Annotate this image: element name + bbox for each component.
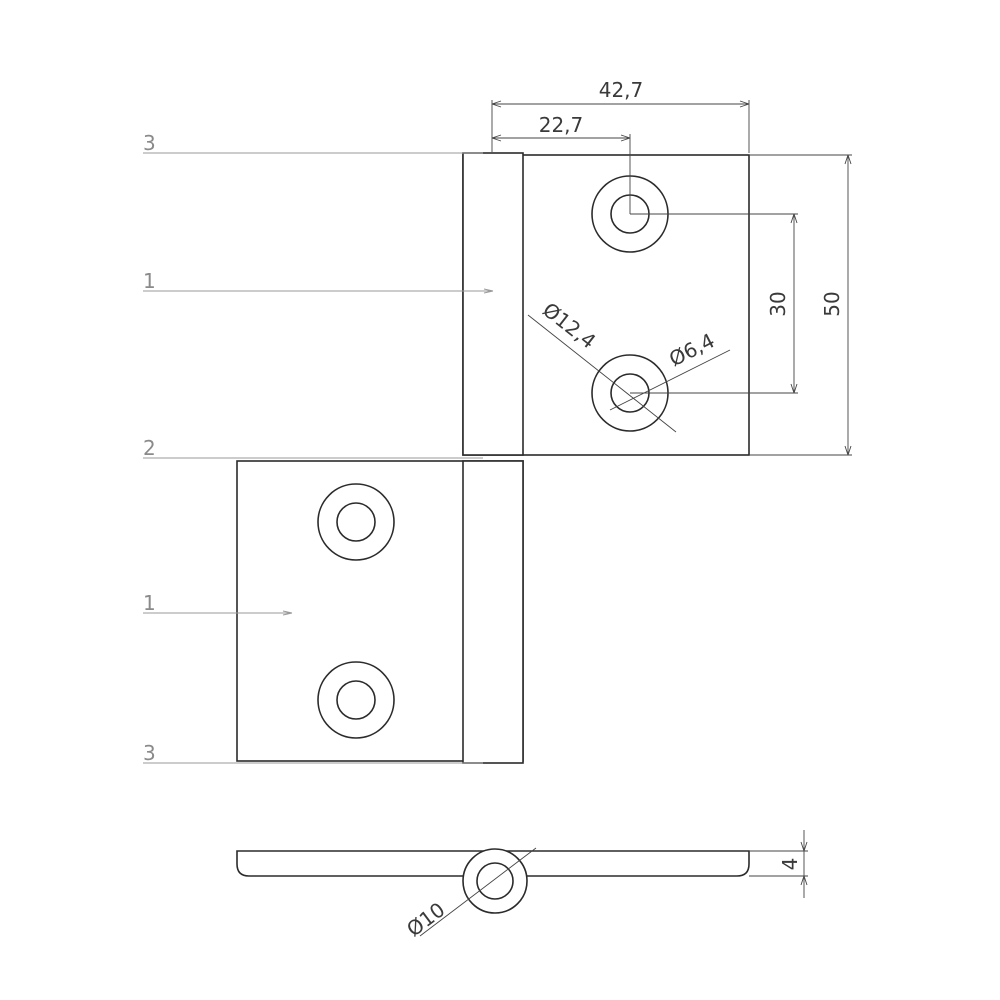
dimension-overall-height: 50 [820, 291, 844, 316]
dimension-lines [419, 100, 852, 937]
ref-label-lower-leaf: 1 [143, 591, 156, 615]
dimension-hole-spacing: 30 [766, 291, 790, 316]
dimension-overall-width: 42,7 [599, 78, 644, 102]
lower-leaf-hole-2 [336, 680, 376, 720]
dimension-thickness: 4 [778, 858, 802, 871]
lower-leaf [236, 460, 524, 764]
side-view [236, 848, 750, 914]
dimension-knuckle-diameter: Ø10 [402, 897, 449, 941]
upper-knuckle [462, 152, 524, 456]
dimension-hole-offset: 22,7 [539, 113, 584, 137]
ref-label-middle-joint: 2 [143, 436, 156, 460]
lower-leaf-hole-1 [336, 502, 376, 542]
lower-knuckle [462, 460, 524, 764]
ref-label-upper-leaf: 1 [143, 269, 156, 293]
ref-label-top-end: 3 [143, 131, 156, 155]
ref-label-bottom-end: 3 [143, 741, 156, 765]
reference-leaders [143, 152, 494, 764]
upper-leaf [462, 152, 750, 456]
side-view-pin-hole [476, 862, 514, 900]
